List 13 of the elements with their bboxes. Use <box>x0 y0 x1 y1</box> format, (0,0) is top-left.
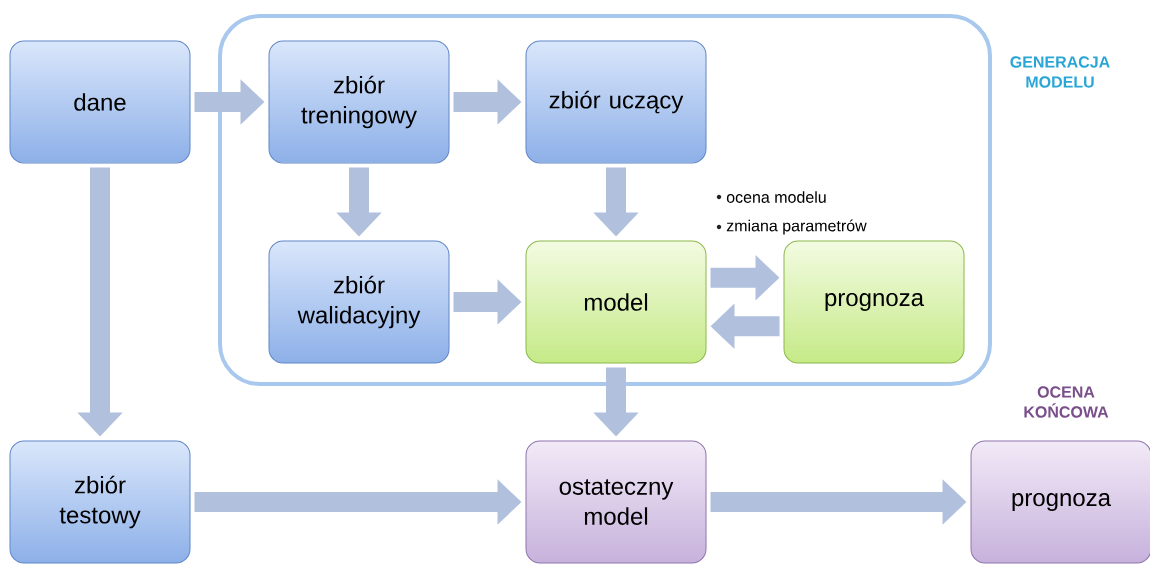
process-box: prognoza <box>970 440 1150 564</box>
process-box: zbiór treningowy <box>268 40 450 164</box>
note-text: ocena modelu <box>726 191 826 203</box>
process-box: model <box>525 240 707 364</box>
process-box: zbiór walidacyjny <box>268 240 450 364</box>
process-box: zbiór testowy <box>9 440 191 564</box>
group-heading: GENERACJA MODELU <box>1010 56 1110 88</box>
note-text: zmiana parametrów <box>726 219 867 235</box>
process-box: dane <box>9 40 191 164</box>
stage-heading: OCENA KOŃCOWA <box>1024 386 1109 418</box>
process-box: prognoza <box>783 240 965 364</box>
process-box: zbiór uczący <box>525 40 707 164</box>
process-box: ostateczny model <box>525 440 707 564</box>
